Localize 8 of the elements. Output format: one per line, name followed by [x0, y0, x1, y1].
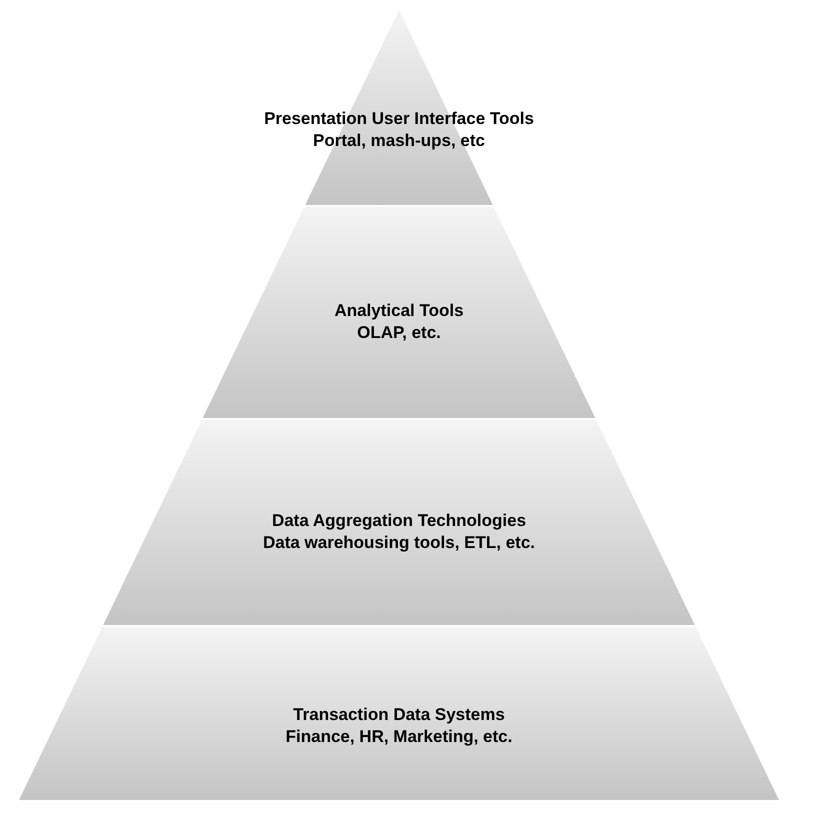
tier-description: OLAP, etc.	[357, 322, 441, 344]
tier-title: Presentation User Interface Tools	[264, 108, 534, 130]
tier-title: Transaction Data Systems	[293, 704, 505, 726]
tier-description: Portal, mash-ups, etc	[313, 130, 485, 152]
tier-title: Analytical Tools	[334, 300, 464, 322]
tier-description: Data warehousing tools, ETL, etc.	[262, 532, 536, 554]
tier-title: Data Aggregation Technologies	[272, 510, 526, 532]
tier-description: Finance, HR, Marketing, etc.	[286, 726, 512, 748]
